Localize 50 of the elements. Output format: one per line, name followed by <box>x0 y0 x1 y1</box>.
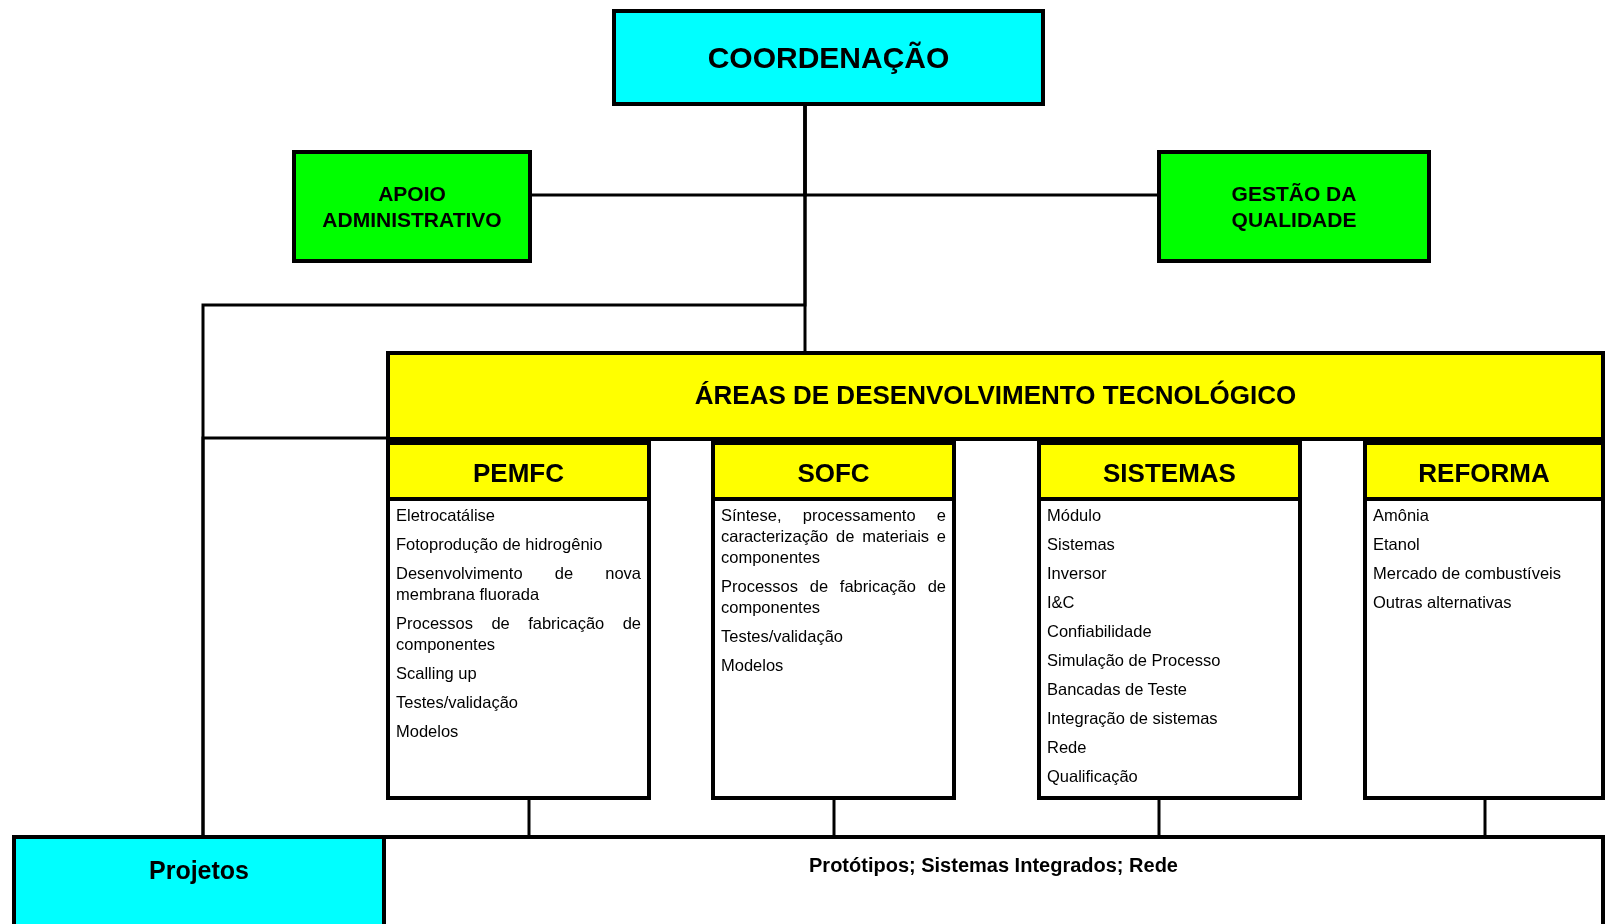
column-heading: SOFC <box>715 445 952 501</box>
list-item: Bancadas de Teste <box>1047 679 1189 700</box>
projects-panel <box>386 835 1605 924</box>
list-item: Inversor <box>1047 563 1108 584</box>
box-title: COORDENAÇÃO <box>707 39 950 76</box>
list-item: Processos de fabricação de componentes <box>721 576 946 618</box>
list-item: Modelos <box>396 721 460 742</box>
list-item: Scalling up <box>396 663 478 684</box>
band-title: ÁREAS DE DESENVOLVIMENTO TECNOLÓGICO <box>694 380 1297 412</box>
connector-line <box>1157 800 1161 835</box>
list-item: Testes/validação <box>721 626 844 647</box>
list-item: Confiabilidade <box>1047 621 1153 642</box>
list-item: Sistemas <box>1047 534 1116 555</box>
list-item: Etanol <box>1373 534 1421 555</box>
list-item: Módulo <box>1047 505 1103 526</box>
list-item: I&C <box>1047 592 1076 613</box>
list-item: Eletrocatálise <box>396 505 497 526</box>
area-band <box>386 351 1605 441</box>
list-item: Processos de fabricação de componentes <box>396 613 641 655</box>
connector-line <box>832 800 836 835</box>
column-box <box>386 441 651 800</box>
projects-box <box>12 835 386 924</box>
column-box <box>1363 441 1605 800</box>
panel-text: Protótipos; Sistemas Integrados; Rede <box>809 853 1178 877</box>
box-title: APOIO ADMINISTRATIVO <box>321 181 503 232</box>
column-heading: REFORMA <box>1367 445 1601 501</box>
support-box <box>292 150 532 263</box>
list-item: Desenvolvimento de nova membrana fluorada <box>396 563 641 605</box>
list-item: Modelos <box>721 655 785 676</box>
list-item: Integração de sistemas <box>1047 708 1219 729</box>
connector-line <box>527 800 531 835</box>
list-item: Simulação de Processo <box>1047 650 1222 671</box>
box-title: Projetos <box>149 855 249 885</box>
list-item: Testes/validação <box>396 692 519 713</box>
list-item: Rede <box>1047 737 1088 758</box>
list-item: Qualificação <box>1047 766 1139 787</box>
support-box <box>1157 150 1431 263</box>
connector-line <box>1483 800 1487 835</box>
list-item: Síntese, processamento e caracterização de materiais e componentes <box>721 505 946 568</box>
list-item: Outras alternativas <box>1373 592 1513 613</box>
coordination-box <box>612 9 1045 106</box>
connector-line <box>201 436 386 835</box>
column-box <box>1037 441 1302 800</box>
column-heading: PEMFC <box>390 445 647 501</box>
list-item: Mercado de combustíveis <box>1373 563 1562 584</box>
box-title: GESTÃO DA QUALIDADE <box>1230 181 1358 232</box>
column-box <box>711 441 956 800</box>
list-item: Fotoprodução de hidrogênio <box>396 534 604 555</box>
list-item: Amônia <box>1373 505 1430 526</box>
column-heading: SISTEMAS <box>1041 445 1298 501</box>
